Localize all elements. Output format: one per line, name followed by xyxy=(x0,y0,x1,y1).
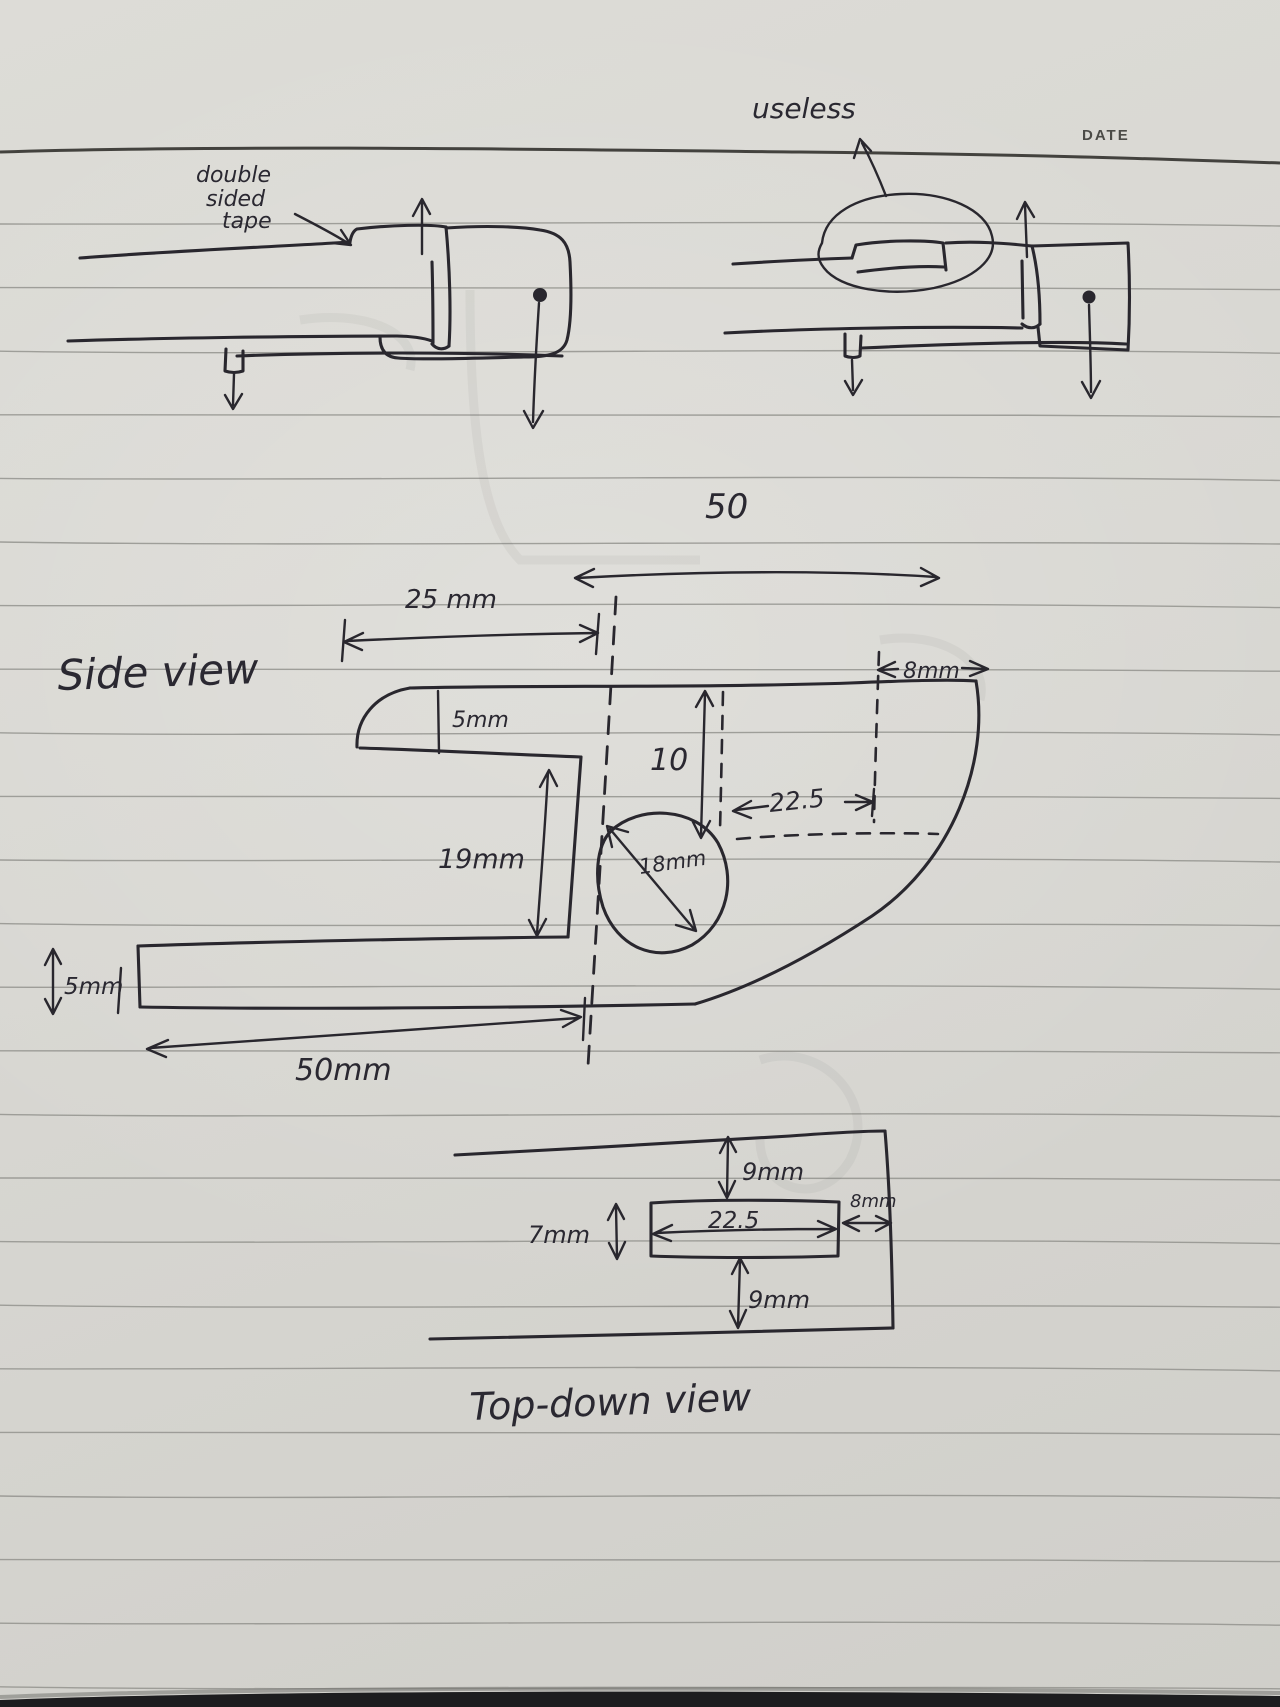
ruled-line xyxy=(0,1177,1280,1181)
dim-overall-top-arrow xyxy=(573,566,941,589)
up-arrow xyxy=(411,197,432,256)
dim-bottom-gap-arrow xyxy=(728,1256,750,1330)
dim-top-to-hole-arrow xyxy=(691,689,715,840)
dim-tab-width-label: 25 mm xyxy=(405,585,497,615)
dim-slot-width-label: 7mm xyxy=(528,1221,590,1249)
dim-hole-diameter-arrow xyxy=(605,824,698,933)
dim-tab-thickness-label: 5mm xyxy=(452,708,509,733)
dim-base-length-label: 50mm xyxy=(295,1053,392,1088)
hole-circle xyxy=(596,811,730,955)
side-view-drawing: Side view 50 25 mm 5mm 10 22.5 8mm xyxy=(43,487,990,1088)
notebook-bottom-edge xyxy=(0,1691,1280,1707)
ruled-line xyxy=(0,1621,1280,1626)
dim-slot-width-arrow xyxy=(606,1202,627,1261)
down-arrow-pivot xyxy=(522,301,545,430)
ruled-line xyxy=(0,985,1280,990)
dim-tab-width-arrow xyxy=(340,612,601,663)
tape-note-line-2: sided xyxy=(206,187,266,212)
dim-base-thickness-label: 5mm xyxy=(64,974,123,1000)
dim-edge-gap-arrow xyxy=(876,659,990,679)
dim-right-gap-label: 8mm xyxy=(850,1191,897,1212)
down-arrow-lip xyxy=(843,358,864,397)
ruled-line xyxy=(0,349,1280,354)
ruled-line xyxy=(0,858,1280,863)
ruled-line xyxy=(0,795,1280,800)
ruled-line xyxy=(0,1558,1280,1563)
dim-recess-depth-arrow xyxy=(527,768,559,938)
ruled-line xyxy=(0,1050,1280,1054)
dim-top-gap-arrow xyxy=(717,1135,738,1200)
header-rule xyxy=(0,146,1280,165)
ruled-line xyxy=(0,1113,1280,1118)
tape-pointer-arrow xyxy=(293,212,353,247)
ruled-lines xyxy=(0,221,1280,1690)
dim-hole-offset-arrow xyxy=(731,787,876,820)
dim-base-length-arrow xyxy=(145,996,587,1059)
useless-pointer-arrow xyxy=(852,137,888,198)
ruled-line xyxy=(0,286,1280,291)
down-arrow-pivot xyxy=(1080,303,1102,400)
dim-overall-top-label: 50 xyxy=(705,487,748,527)
dim-base-thickness-arrow xyxy=(43,947,123,1016)
dim-hole-offset-label: 22.5 xyxy=(768,783,826,818)
ruled-line xyxy=(0,541,1280,545)
up-arrow xyxy=(1015,200,1036,259)
ruled-line xyxy=(0,1304,1280,1308)
top-down-view-drawing: 9mm 22.5 8mm 7mm 9mm Top-down view xyxy=(428,1129,897,1429)
ruled-line xyxy=(0,731,1280,736)
dim-recess-depth-label: 19mm xyxy=(438,844,525,875)
date-label: DATE xyxy=(1082,127,1130,144)
side-view-title: Side view xyxy=(57,644,260,700)
ruled-line xyxy=(0,476,1280,482)
dim-right-gap-arrow xyxy=(841,1214,893,1233)
ruled-line xyxy=(0,1431,1280,1436)
sketch-clip-useless: useless xyxy=(723,92,1132,400)
sketch-clip-with-tape: double sided tape xyxy=(66,163,573,430)
down-arrow-left xyxy=(223,372,244,411)
dim-top-to-hole-label: 10 xyxy=(650,743,688,778)
tape-note-line-1: double xyxy=(196,163,271,188)
dim-bottom-gap-label: 9mm xyxy=(748,1286,810,1314)
ruled-line xyxy=(0,413,1280,418)
tape-note-line-3: tape xyxy=(222,209,272,234)
dim-hole-diameter-label: 18mm xyxy=(637,846,707,879)
ruled-line xyxy=(0,221,1280,227)
useless-circle-blob xyxy=(817,192,995,293)
ruled-line xyxy=(0,922,1280,927)
top-down-view-title: Top-down view xyxy=(469,1375,753,1429)
ruled-line xyxy=(0,1239,1280,1245)
show-through-ghosts xyxy=(299,289,986,1194)
useless-label: useless xyxy=(752,92,856,125)
ruled-line xyxy=(0,1494,1280,1499)
dim-edge-gap-label: 8mm xyxy=(903,659,960,684)
dim-slot-length-arrow xyxy=(651,1219,838,1243)
dim-top-gap-label: 9mm xyxy=(742,1158,804,1186)
notebook-bottom-shadow xyxy=(0,1686,1280,1699)
centerline-dashed xyxy=(586,595,618,1068)
ruled-line xyxy=(0,1366,1280,1372)
ruled-line xyxy=(0,603,1280,609)
